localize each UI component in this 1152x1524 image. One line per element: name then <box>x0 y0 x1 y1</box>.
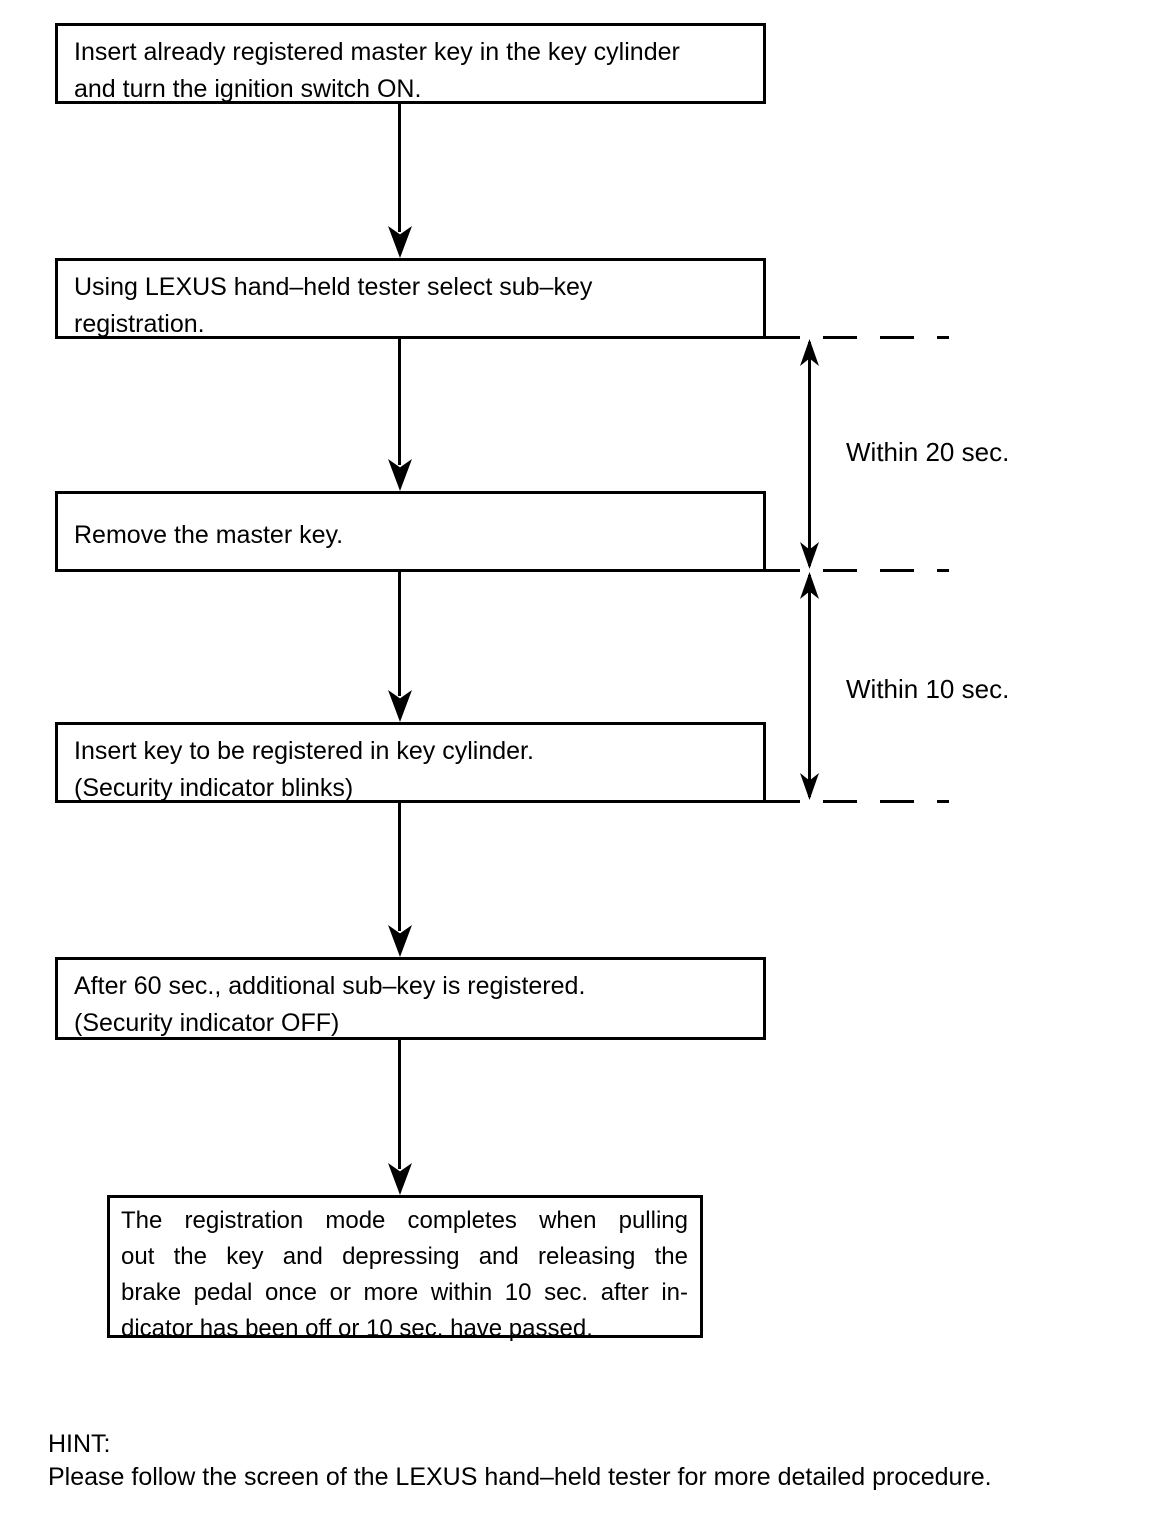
step-3-box: Remove the master key. <box>55 491 766 572</box>
step-2-box: Using LEXUS hand–held tester select sub–… <box>55 258 766 339</box>
step-6-line-3: brake pedal once or more within 10 sec. … <box>121 1279 688 1306</box>
arrow-stem <box>398 572 401 696</box>
step-4-line-1: Insert key to be registered in key cylin… <box>74 737 534 765</box>
dashed-timing-line-1 <box>766 336 949 339</box>
step-4-line-2: (Security indicator blinks) <box>74 774 354 802</box>
flow-down-arrow-4-icon <box>388 803 412 957</box>
step-2-text: Using LEXUS hand–held tester select sub–… <box>58 261 763 343</box>
dashed-timing-line-3 <box>766 800 949 803</box>
step-5-box: After 60 sec., additional sub–key is reg… <box>55 957 766 1040</box>
step-5-line-1: After 60 sec., additional sub–key is reg… <box>74 972 586 1000</box>
hint-heading: HINT: <box>48 1430 111 1458</box>
hint-body: Please follow the screen of the LEXUS ha… <box>48 1463 992 1491</box>
flow-down-arrow-5-icon <box>388 1040 412 1195</box>
step-2-line-1: Using LEXUS hand–held tester select sub–… <box>74 273 593 301</box>
step-2-line-2: registration. <box>74 310 205 338</box>
step-6-text: The registration mode completes when pul… <box>110 1198 700 1347</box>
step-1-line-2: and turn the ignition switch ON. <box>74 75 422 103</box>
step-6-line-4: dicator has been off or 10 sec. have pas… <box>121 1315 593 1342</box>
step-5-text: After 60 sec., additional sub–key is reg… <box>58 960 763 1042</box>
arrow-stem <box>808 342 811 566</box>
arrow-stem <box>398 1040 401 1169</box>
arrow-stem <box>398 339 401 465</box>
step-1-text: Insert already registered master key in … <box>58 26 763 108</box>
arrow-stem <box>398 803 401 931</box>
step-3-line-1: Remove the master key. <box>74 521 344 549</box>
step-3-text: Remove the master key. <box>58 494 763 554</box>
flow-down-arrow-2-icon <box>388 339 412 491</box>
step-6-box: The registration mode completes when pul… <box>107 1195 703 1342</box>
step-6-line-2: out the key and depressing and releasing… <box>121 1243 688 1270</box>
hint-section: HINT: Please follow the screen of the LE… <box>48 1428 992 1494</box>
measure-arrow-within-10-sec <box>796 572 822 800</box>
measure-arrow-within-20-sec <box>796 339 822 569</box>
flow-down-arrow-3-icon <box>388 572 412 722</box>
step-4-text: Insert key to be registered in key cylin… <box>58 725 763 807</box>
timing-label-within-10-sec: Within 10 sec. <box>846 674 1010 704</box>
flow-down-arrow-1-icon <box>388 104 412 258</box>
timing-label-within-20-sec: Within 20 sec. <box>846 437 1010 467</box>
arrow-stem <box>398 104 401 232</box>
step-4-box: Insert key to be registered in key cylin… <box>55 722 766 803</box>
step-1-line-1: Insert already registered master key in … <box>74 38 680 66</box>
arrow-stem <box>808 575 811 797</box>
step-5-line-2: (Security indicator OFF) <box>74 1009 340 1037</box>
step-6-line-1: The registration mode completes when pul… <box>121 1207 688 1234</box>
step-1-box: Insert already registered master key in … <box>55 23 766 104</box>
dashed-timing-line-2 <box>766 569 949 572</box>
